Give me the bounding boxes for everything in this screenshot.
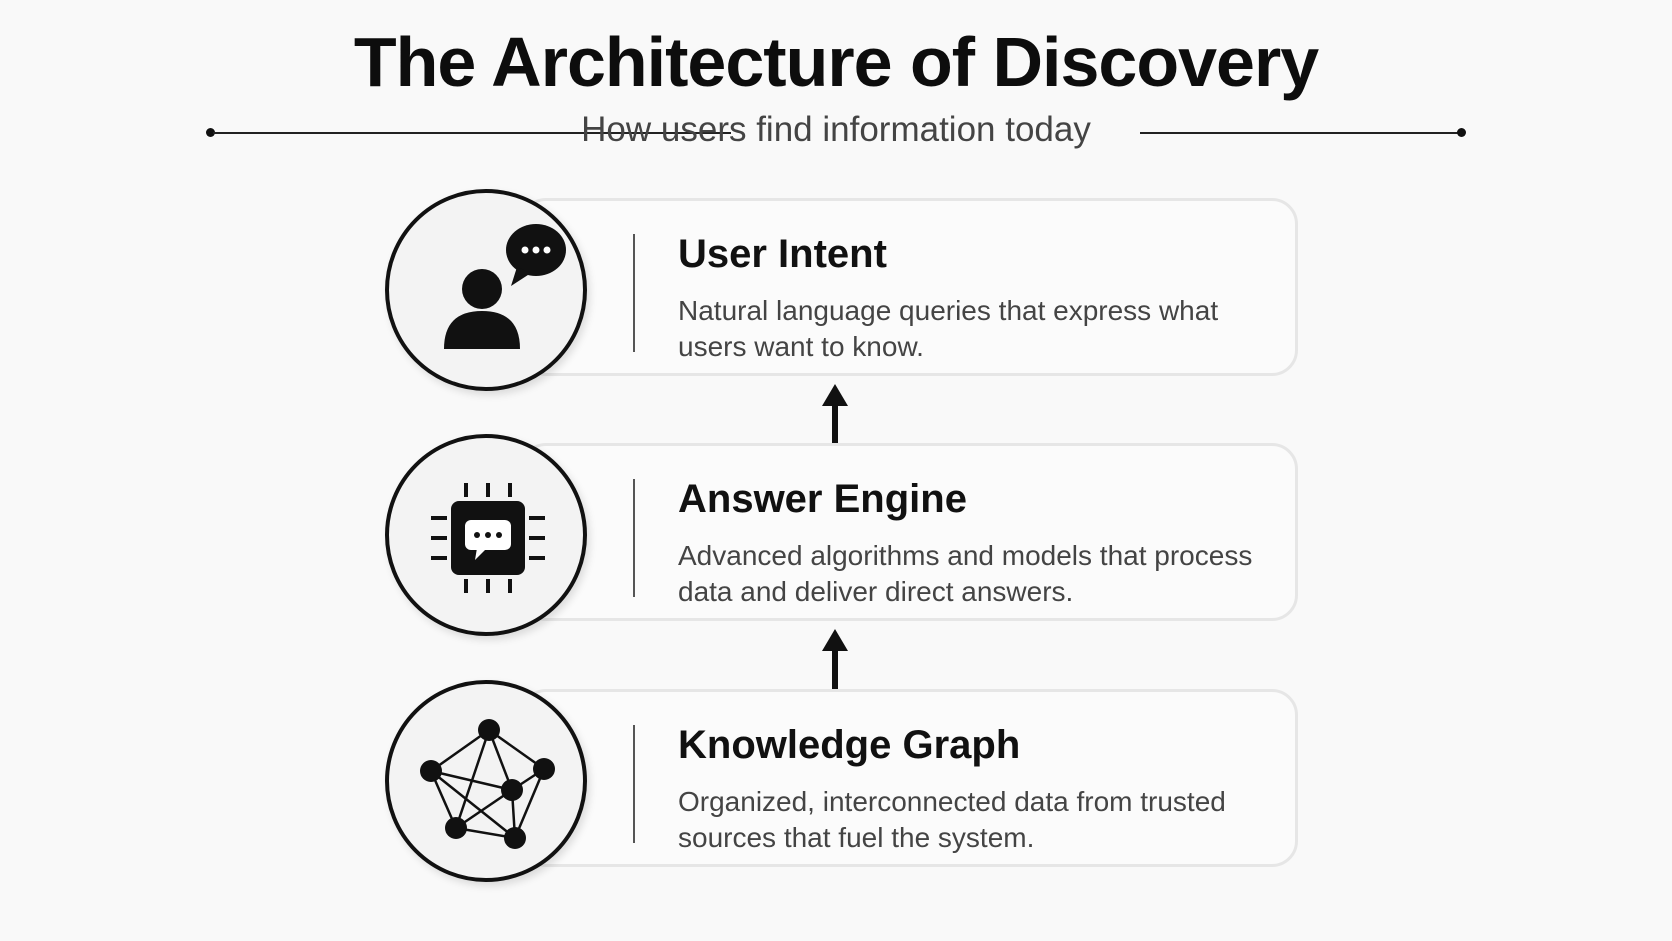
rule-endpoint-right [1457,128,1466,137]
arrow-up-icon [822,384,848,444]
rule-endpoint-left [206,128,215,137]
card-divider [633,234,635,352]
layer-card-user-intent: User Intent Natural language queries tha… [520,198,1298,376]
card-divider [633,479,635,597]
layer-description: Organized, interconnected data from trus… [678,786,1226,853]
layer-card-answer-engine: Answer Engine Advanced algorithms and mo… [520,443,1298,621]
layer-title: User Intent [678,232,887,276]
page-title: The Architecture of Discovery [353,23,1319,101]
user-speech-bubble-icon [385,189,587,391]
network-graph-icon [385,680,587,882]
page-subtitle: How users find information today [581,110,1091,149]
layer-card-knowledge-graph: Knowledge Graph Organized, interconnecte… [520,689,1298,867]
chip-chat-icon [385,434,587,636]
layer-description: Advanced algorithms and models that proc… [678,540,1253,607]
layer-title: Knowledge Graph [678,723,1021,767]
layer-title: Answer Engine [678,477,967,521]
arrow-up-icon [822,629,848,689]
subtitle-row: How users find information today [205,108,1467,158]
rule-right [1140,132,1458,134]
rule-left [213,132,731,134]
layer-description: Natural language queries that express wh… [678,295,1219,362]
card-divider [633,725,635,843]
